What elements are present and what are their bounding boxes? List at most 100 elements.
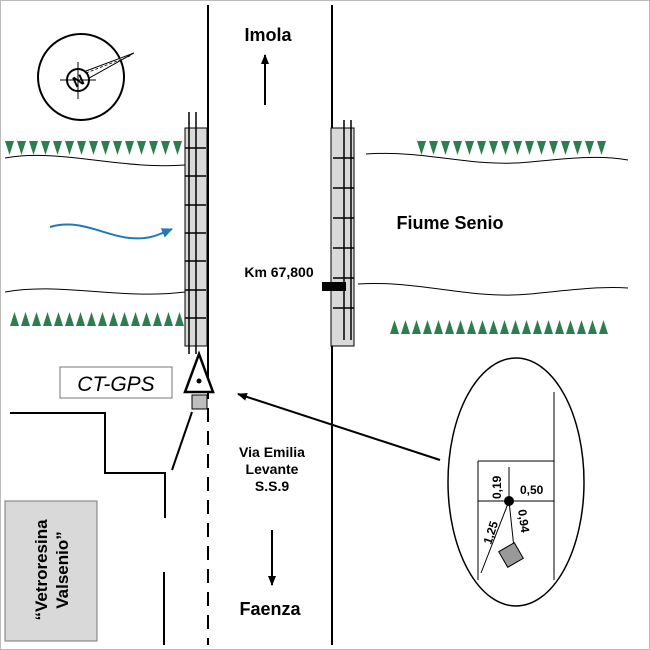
vegetation-spike [555,320,564,334]
vegetation-spike [125,141,134,155]
inset-pillar-square [498,542,524,568]
vegetation-spike [412,320,421,334]
vegetation-spike [489,141,498,155]
river-bank-lower-left [4,288,186,295]
vegetation-spike [599,320,608,334]
triangle-benchmark-icon [183,350,215,394]
river-bank-lower-right [357,282,629,296]
vegetation-spike [465,141,474,155]
vegetation-spike [401,320,410,334]
bridge-railing-right [330,120,355,347]
building-access-path [10,412,166,518]
vegetation-spike [573,141,582,155]
vegetation-spike [588,320,597,334]
label-river: Fiume Senio [396,213,503,233]
vegetation-spike [175,312,184,326]
detail-inset: 0,19 0,50 1,25 0,94 [447,357,585,607]
building-label-line2: Valsenio” [53,531,72,608]
vegetation-spike [65,312,74,326]
km-marker [322,282,346,291]
vegetation-spike [43,312,52,326]
station-label: CT-GPS [77,373,154,396]
bridge-railing-left [184,112,208,354]
vegetation-spike [456,320,465,334]
vegetation-spike [537,141,546,155]
label-km: Km 67,800 [244,264,313,280]
vegetation-spike [10,312,19,326]
vegetation-spike [120,312,129,326]
vegetation-spike [76,312,85,326]
vegetation-spike [161,141,170,155]
vegetation-spike [17,141,26,155]
water-flow-arrow-icon [49,223,173,240]
vegetation-spike [533,320,542,334]
vegetation-spike [53,141,62,155]
vegetation-spike [549,141,558,155]
label-faenza: Faenza [239,599,301,619]
vegetation-spike [441,141,450,155]
station-pillar [191,394,208,410]
inset-dim-019: 0,19 [490,475,504,499]
vegetation-spike [429,141,438,155]
vegetation-spike [164,312,173,326]
vegetation-spike [522,320,531,334]
road-name-line3: S.S.9 [255,478,289,494]
road-name-line1: Via Emilia [239,444,305,460]
vegetation-spike [489,320,498,334]
vegetation-spike [54,312,63,326]
vegetation-spike [513,141,522,155]
vegetation-spike [597,141,606,155]
inset-dim-125: 1,25 [481,519,502,546]
vegetation-spike [98,312,107,326]
label-imola: Imola [244,25,292,45]
vegetation-spike [434,320,443,334]
vegetation-spike [5,141,14,155]
vegetation-spike [423,320,432,334]
access-path-diagonal [171,411,193,471]
vegetation-spike [500,320,509,334]
vegetation-spike [525,141,534,155]
vegetation-spike [109,312,118,326]
building-label-line1: “Vetroresina [32,519,51,621]
vegetation-spike [390,320,399,334]
vegetation-spike [453,141,462,155]
vegetation-spike [153,312,162,326]
vegetation-spike [478,320,487,334]
vegetation-hatching [5,141,608,334]
vegetation-spike [41,141,50,155]
vegetation-spike [113,141,122,155]
vegetation-spike [477,141,486,155]
road-name-line2: Levante [246,461,299,477]
vegetation-spike [87,312,96,326]
vegetation-spike [131,312,140,326]
vegetation-spike [511,320,520,334]
river-bank-upper-right [365,152,629,164]
vegetation-spike [65,141,74,155]
vegetation-spike [89,141,98,155]
vegetation-spike [501,141,510,155]
inset-benchmark-point [504,496,514,506]
vegetation-spike [577,320,586,334]
inset-dim-diagonal [480,500,510,574]
vegetation-spike [173,141,182,155]
river-bank-upper-left [4,154,186,167]
inset-dim-094: 0,94 [515,508,532,533]
vegetation-spike [561,141,570,155]
vegetation-spike [101,141,110,155]
vegetation-spike [32,312,41,326]
vegetation-spike [77,141,86,155]
inset-dim-050: 0,50 [520,483,544,497]
vegetation-spike [137,141,146,155]
vegetation-spike [544,320,553,334]
vegetation-spike [417,141,426,155]
building-vetroresina [4,500,98,642]
compass-icon: N [37,33,135,121]
vegetation-spike [585,141,594,155]
inset-dim-short [508,500,515,549]
vegetation-spike [149,141,158,155]
inset-leader-arrow [237,392,441,461]
vegetation-spike [566,320,575,334]
vegetation-spike [445,320,454,334]
vegetation-spike [29,141,38,155]
